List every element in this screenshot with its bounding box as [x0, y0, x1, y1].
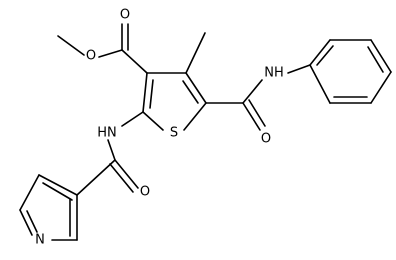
bond-py-2 [19, 174, 40, 211]
anilide-nh-label: NH [264, 66, 284, 81]
bond-py-1-inner [42, 182, 73, 201]
ester-ether-oxygen-label: O [86, 49, 96, 64]
bond-py-3 [19, 209, 33, 236]
bond-ester-ether [98, 49, 123, 58]
bond-anilide-carbonyl [242, 102, 261, 131]
bond-carbonyl-c-ring [76, 159, 116, 196]
bond-amide-c-nh [242, 79, 263, 104]
bond-c4-c5-inner [182, 80, 199, 104]
bond-c2-c3 [142, 72, 148, 113]
bond-py-1 [38, 174, 78, 196]
bond-ph-6 [309, 64, 331, 104]
bond-py-3-inner [26, 210, 38, 233]
bond-ph-1-inner [316, 45, 334, 66]
bond-c4-methyl [185, 32, 206, 74]
bond-c4-c5 [185, 72, 207, 104]
bond-ester-c3 [121, 49, 148, 74]
bond-methoxy-methyl [57, 35, 85, 56]
bond-c2-nh [121, 111, 144, 127]
bond-ph-3-inner [367, 46, 384, 73]
bond-anilide-carbonyl-double [248, 99, 266, 127]
bond-carbonyl-c-o [114, 159, 139, 189]
bond-ph-3 [370, 39, 392, 73]
bond-s-c2 [142, 111, 164, 131]
bond-nh-carbonyl-c [107, 139, 116, 161]
bond-c5-s [183, 102, 207, 131]
isonicotinoyl-carbonyl-oxygen-label: O [140, 185, 150, 200]
bond-nh-phenyl [287, 64, 311, 74]
bond-ph-4 [370, 71, 392, 104]
pyridine-nitrogen-label: N [35, 233, 45, 248]
amide-nh-label: HN [97, 126, 117, 141]
bond-carbonyl-c-o-double [109, 163, 134, 193]
ester-carbonyl-oxygen-label: O [120, 8, 130, 23]
anilide-carbonyl-oxygen-label: O [261, 132, 271, 147]
thiophene-sulfur-label: S [170, 126, 178, 141]
bond-ph-1 [309, 39, 331, 66]
bond-c2-c3-inner [149, 79, 154, 109]
